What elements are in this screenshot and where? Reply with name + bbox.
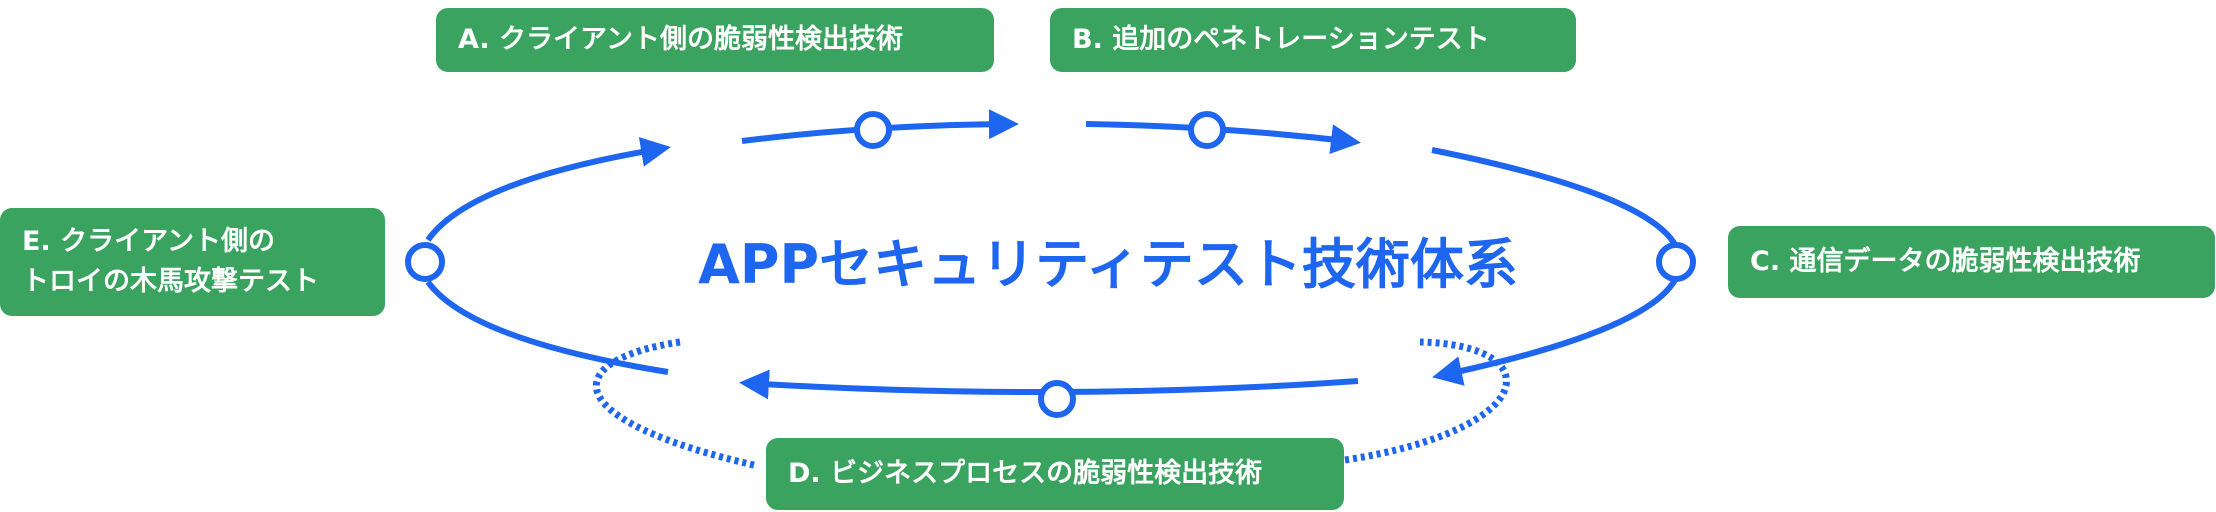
node-b-label: B. 追加のペネトレーションテスト bbox=[1072, 24, 1490, 55]
node-d: D. ビジネスプロセスの脆弱性検出技術 bbox=[766, 438, 1344, 510]
dotted-loop-right bbox=[1344, 338, 1510, 464]
diagram-title: APPセキュリティテスト技術体系 bbox=[698, 233, 1518, 296]
node-e-label-line1: E. クライアント側の bbox=[22, 226, 276, 257]
connector-node-a bbox=[854, 111, 892, 149]
connector-node-c bbox=[1656, 242, 1696, 282]
connector-node-b bbox=[1188, 111, 1226, 149]
connector-node-d bbox=[1038, 380, 1076, 418]
connector-node-e bbox=[405, 242, 445, 282]
node-c-label: C. 通信データの脆弱性検出技術 bbox=[1750, 246, 2141, 277]
node-a: A. クライアント側の脆弱性検出技術 bbox=[436, 8, 994, 72]
node-e: E. クライアント側の トロイの木馬攻撃テスト bbox=[0, 208, 385, 316]
node-b: B. 追加のペネトレーションテスト bbox=[1050, 8, 1576, 72]
arrow-e-to-a bbox=[425, 137, 671, 242]
arc-e-lower bbox=[425, 280, 669, 375]
node-d-label: D. ビジネスプロセスの脆弱性検出技術 bbox=[788, 458, 1263, 489]
node-a-label: A. クライアント側の脆弱性検出技術 bbox=[458, 24, 903, 55]
node-c: C. 通信データの脆弱性検出技術 bbox=[1728, 226, 2215, 298]
dotted-loop-left bbox=[592, 338, 759, 470]
node-e-label-line2: トロイの木馬攻撃テスト bbox=[22, 266, 319, 297]
